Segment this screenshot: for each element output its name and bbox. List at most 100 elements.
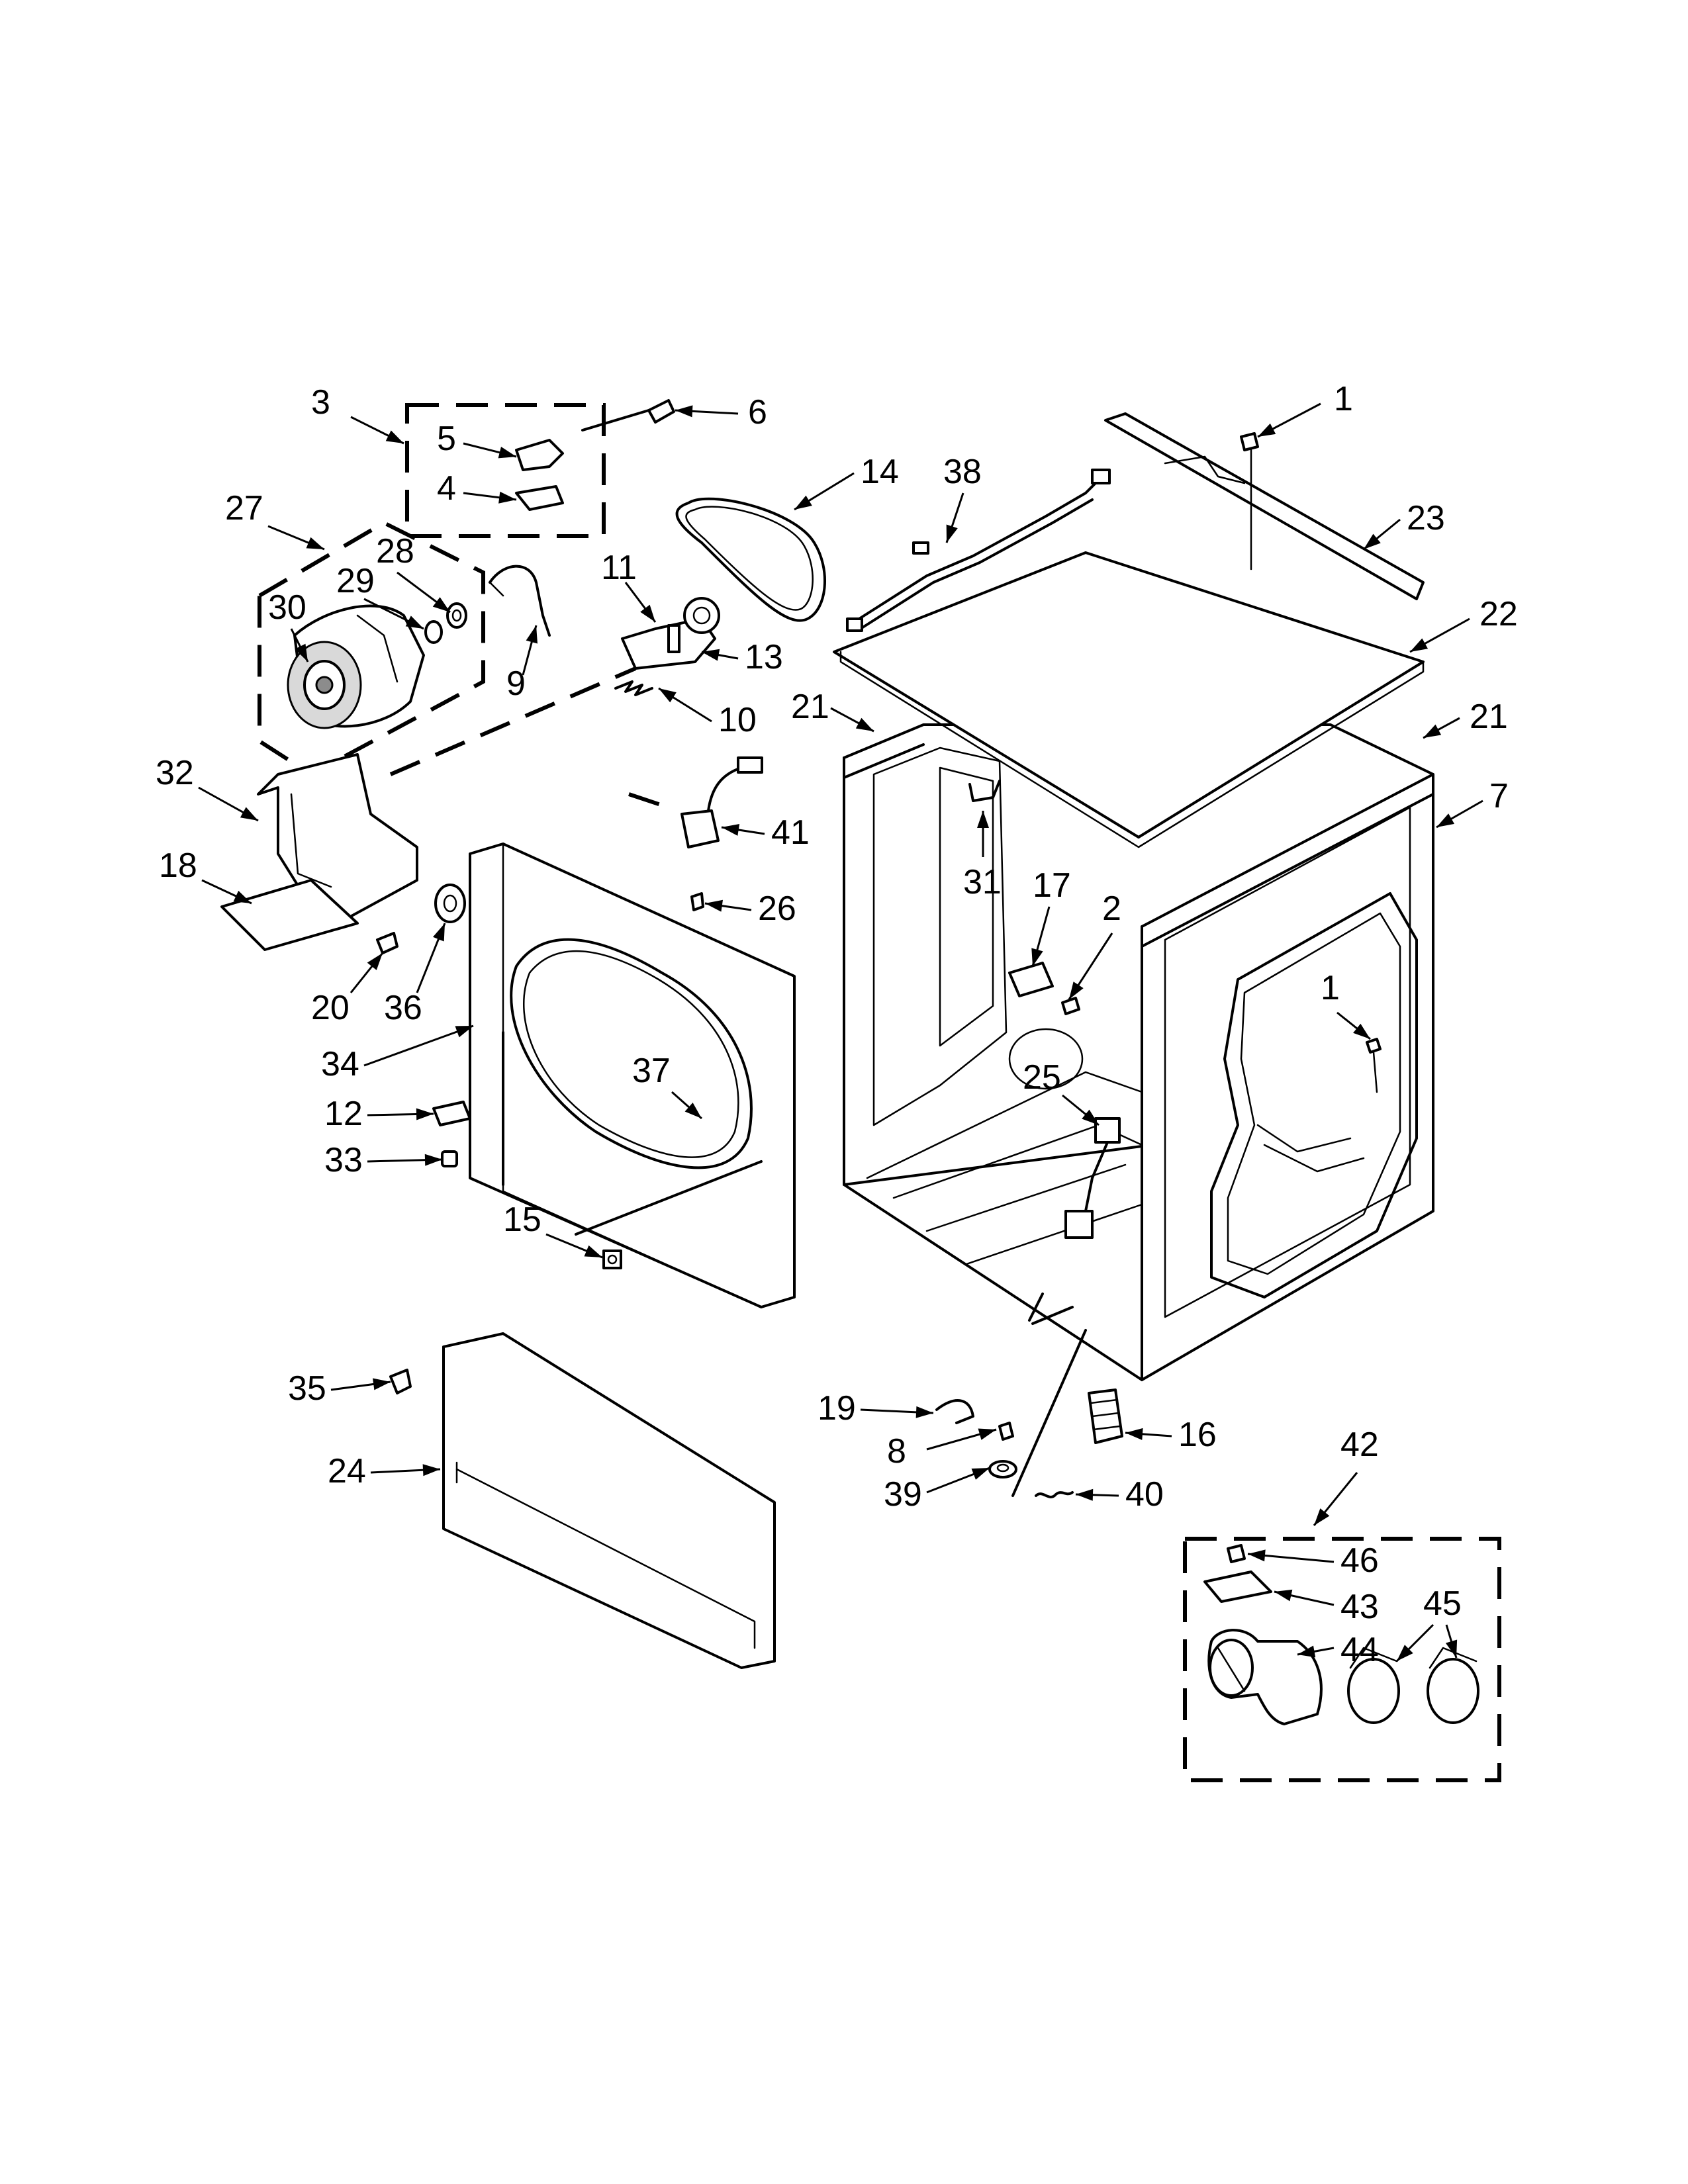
callout-arrow-head: [1274, 1589, 1293, 1602]
callout-arrow-head: [240, 807, 258, 821]
drive-motor: [287, 604, 425, 729]
callout-8: 8: [887, 1432, 906, 1471]
leveling-leg: [1088, 1388, 1123, 1444]
callout-1: 1: [1334, 380, 1353, 418]
callout-arrow-head: [705, 899, 724, 912]
callout-29: 29: [336, 562, 375, 600]
idler-assembly: [621, 597, 720, 670]
group-box-42: [1183, 1537, 1501, 1782]
drive-belt: [675, 497, 826, 622]
callout-39: 39: [884, 1475, 922, 1514]
clip-12: [432, 1101, 471, 1126]
callout-arrow-head: [1423, 724, 1442, 738]
callout-arrow-head: [1445, 1639, 1458, 1658]
callout-37: 37: [632, 1052, 671, 1090]
callout-arrow-head: [526, 625, 538, 644]
vent-hood-45b: [1427, 1647, 1479, 1724]
group-box-27: [258, 520, 485, 777]
toe-panel: [442, 1332, 776, 1669]
callout-23: 23: [1407, 499, 1445, 537]
callout-14: 14: [861, 453, 899, 491]
screw-2: [1061, 997, 1080, 1015]
vent-hood-45a: [1347, 1647, 1400, 1724]
callout-13: 13: [745, 638, 783, 676]
callout-21-right: 21: [1470, 698, 1508, 736]
callout-41: 41: [771, 813, 810, 852]
callout-arrow-head: [978, 1428, 996, 1440]
vent-cover-43: [1203, 1570, 1272, 1603]
callout-arrow-head: [1353, 1023, 1370, 1039]
callout-35: 35: [288, 1369, 326, 1408]
callout-arrow-head: [794, 495, 812, 510]
callout-arrow-head: [684, 1102, 702, 1118]
screw-1-inside: [1366, 1038, 1382, 1093]
motor-clip: [489, 565, 551, 637]
harness-38: [846, 469, 1111, 632]
callout-6: 6: [748, 393, 767, 432]
callout-arrow-head: [422, 1464, 440, 1477]
part-35: [389, 1369, 412, 1394]
callout-9: 9: [506, 664, 526, 703]
callout-16: 16: [1178, 1416, 1217, 1454]
screw-20: [376, 932, 399, 954]
callout-arrow-head: [915, 1406, 933, 1418]
bracket-19: [935, 1399, 974, 1424]
callout-24: 24: [328, 1452, 366, 1490]
callout-43: 43: [1340, 1588, 1379, 1626]
top-panel: [833, 551, 1425, 848]
part-15: [602, 1250, 622, 1269]
harness-41: [680, 756, 763, 848]
motor-mount: [257, 753, 418, 921]
callout-arrow-head: [1076, 1488, 1094, 1501]
callout-arrow-head: [295, 643, 308, 662]
callout-arrow-line: [363, 1024, 474, 1067]
callout-arrow-head: [1436, 813, 1455, 827]
callout-arrow-head: [1297, 1645, 1316, 1658]
callout-31: 31: [963, 863, 1002, 901]
callout-arrow-head: [385, 430, 404, 443]
callout-arrow-head: [1258, 423, 1276, 437]
callout-arrow-head: [1314, 1508, 1330, 1525]
callout-32: 32: [156, 754, 194, 792]
callout-27: 27: [225, 489, 263, 527]
callout-arrow-head: [367, 953, 383, 970]
callout-arrow-head: [675, 405, 693, 418]
callout-arrow-head: [498, 491, 516, 504]
callout-arrow-head: [432, 597, 450, 612]
part-40: [1035, 1491, 1074, 1498]
screw-8: [998, 1422, 1014, 1441]
plug-33: [441, 1150, 458, 1167]
motor-pulley-parts: [424, 602, 467, 644]
callout-34: 34: [321, 1045, 359, 1083]
callout-arrow-head: [416, 1108, 434, 1120]
callout-arrow-head: [584, 1245, 602, 1257]
callout-44: 44: [1340, 1631, 1379, 1669]
screw-1-top: [1240, 432, 1259, 570]
callout-15: 15: [503, 1201, 541, 1239]
callout-arrow-head: [424, 1154, 442, 1166]
callout-arrows: [198, 402, 1483, 1662]
callout-4: 4: [437, 469, 456, 508]
callout-20: 20: [311, 989, 350, 1027]
callout-21-left: 21: [791, 688, 829, 726]
callout-1-inside: 1: [1321, 969, 1340, 1007]
callout-26: 26: [758, 889, 796, 928]
callout-30: 30: [268, 588, 306, 627]
callout-arrow-head: [405, 615, 424, 629]
callout-arrow-head: [946, 524, 958, 543]
screw-6: [581, 399, 675, 432]
foot-39: [988, 1460, 1017, 1479]
callout-arrow-head: [498, 446, 516, 459]
callout-arrow-head: [1364, 533, 1381, 549]
callout-10: 10: [718, 701, 757, 739]
callout-arrow-head: [977, 811, 989, 828]
washer-36: [434, 884, 466, 923]
group-box-3: [405, 403, 606, 538]
callout-labels: 1 3 6 5 4 14 38 23 27 28 29 30 11 9 13 2…: [156, 380, 1518, 1669]
callout-arrow-head: [432, 923, 445, 942]
callout-arrow-head: [659, 688, 677, 703]
callout-11: 11: [601, 549, 637, 587]
part-31: [968, 780, 1001, 802]
callout-arrow-head: [1248, 1549, 1266, 1562]
